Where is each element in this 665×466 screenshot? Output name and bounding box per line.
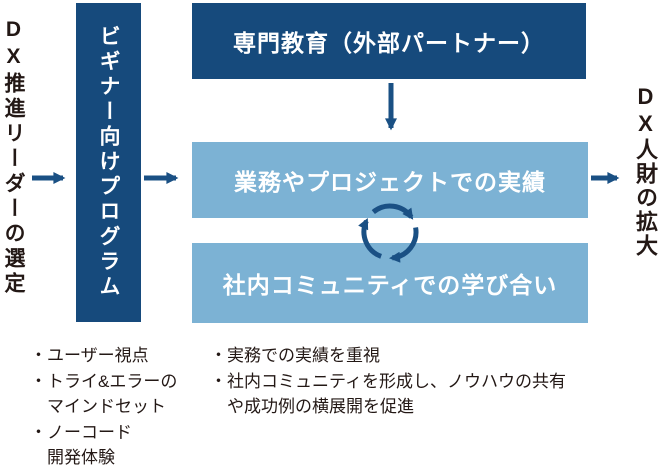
project-experience-box: 業務やプロジェクトでの実績 (192, 142, 588, 218)
notes-beginner-program: ・ユーザー視点 ・トライ&エラーの マインドセット ・ノーコード 開発体験 (30, 343, 177, 466)
community-learning-label: 社内コミュニティでの学び合い (222, 272, 558, 298)
note-line: や成功例の横展開を促進 (227, 397, 414, 416)
left-label-dx-leader-selection: DX推進リーダーの選定 (2, 18, 25, 297)
expert-education-label: 専門教育（外部パートナー） (233, 30, 545, 56)
note-line: ・ユーザー視点 (30, 346, 149, 365)
project-experience-label: 業務やプロジェクトでの実績 (234, 169, 546, 195)
right-label-dx-talent-expansion: DX人財の拡大 (633, 84, 658, 258)
community-learning-box: 社内コミュニティでの学び合い (192, 243, 588, 323)
beginner-program-label: ビギナー向けプログラム (97, 25, 120, 300)
note-line: 開発体験 (47, 448, 115, 466)
note-line: マインドセット (47, 397, 166, 416)
note-line: ・社内コミュニティを形成し、ノウハウの共有 (210, 371, 566, 391)
note-line: ・ノーコード (30, 422, 132, 442)
expert-education-box: 専門教育（外部パートナー） (192, 3, 586, 79)
note-line: ・トライ&エラーの (30, 371, 178, 391)
notes-practice-community: ・実務での実績を重視 ・社内コミュニティを形成し、ノウハウの共有 や成功例の横展… (210, 343, 566, 420)
note-line: ・実務での実績を重視 (210, 346, 380, 365)
beginner-program-box: ビギナー向けプログラム (76, 3, 141, 322)
